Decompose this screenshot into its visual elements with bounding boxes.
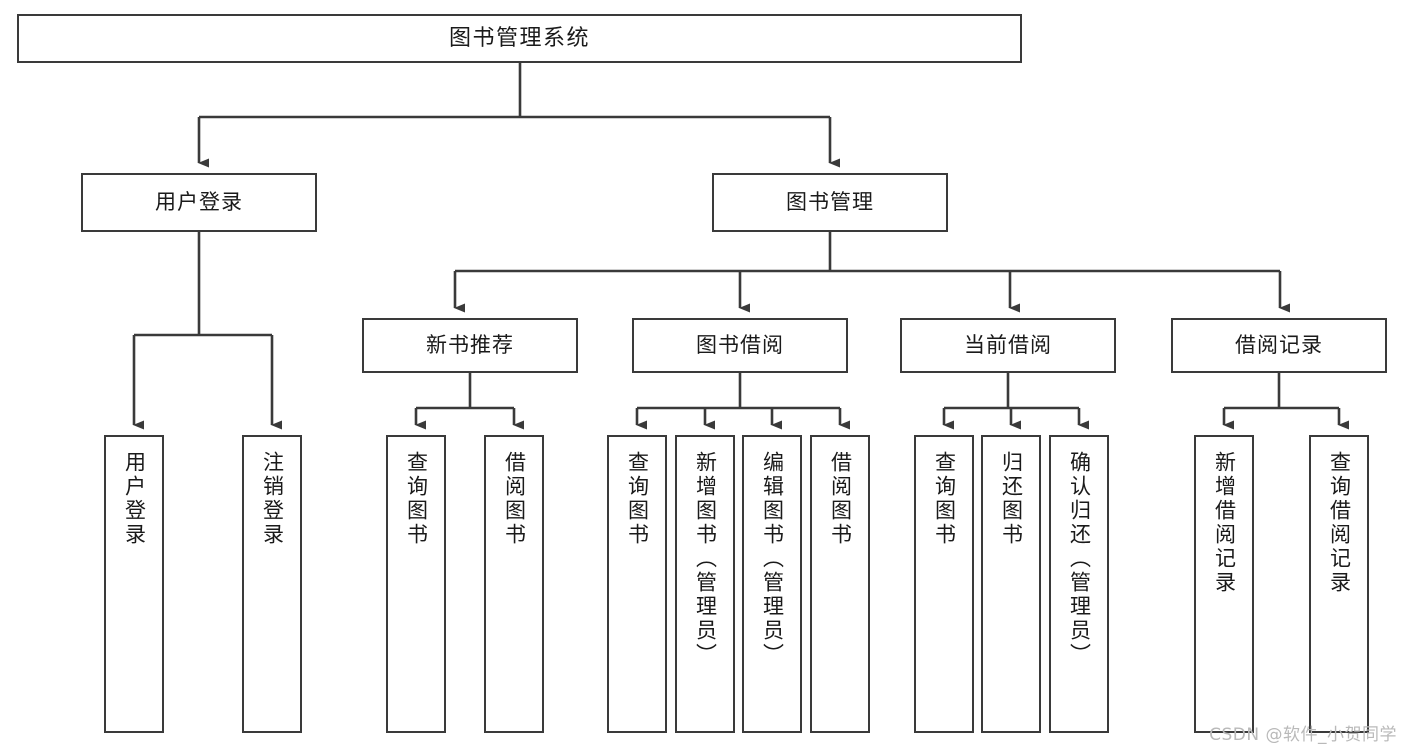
leaf-borrow-book-bb[interactable]: 借阅图书 (810, 435, 870, 733)
node-label: 新增借阅记录 (1212, 451, 1237, 595)
node-label: 查询图书 (625, 451, 650, 547)
leaf-confirm-return-admin[interactable]: 确认归还（管理员） (1049, 435, 1109, 733)
node-user-login[interactable]: 用户登录 (81, 173, 317, 232)
node-label: 借阅图书 (828, 451, 853, 547)
leaf-add-book-admin[interactable]: 新增图书（管理员） (675, 435, 735, 733)
node-root-book-management-system[interactable]: 图书管理系统 (17, 14, 1022, 63)
node-label: 借阅图书 (502, 451, 527, 547)
leaf-borrow-book-nbr[interactable]: 借阅图书 (484, 435, 544, 733)
leaf-return-book[interactable]: 归还图书 (981, 435, 1041, 733)
leaf-user-login[interactable]: 用户登录 (104, 435, 164, 733)
node-label: 查询图书 (932, 451, 957, 547)
node-label: 查询图书 (404, 451, 429, 547)
node-label: 借阅记录 (1235, 333, 1323, 358)
leaf-edit-book-admin[interactable]: 编辑图书（管理员） (742, 435, 802, 733)
node-label: 当前借阅 (964, 333, 1052, 358)
leaf-logout[interactable]: 注销登录 (242, 435, 302, 733)
node-label: 用户登录 (155, 190, 243, 215)
node-label: 新增图书（管理员） (693, 451, 718, 667)
node-label: 用户登录 (122, 451, 147, 547)
leaf-query-book-nbr[interactable]: 查询图书 (386, 435, 446, 733)
node-current-borrowing[interactable]: 当前借阅 (900, 318, 1116, 373)
node-label: 新书推荐 (426, 333, 514, 358)
node-label: 确认归还（管理员） (1067, 451, 1092, 667)
leaf-query-book-cb[interactable]: 查询图书 (914, 435, 974, 733)
node-label: 图书借阅 (696, 333, 784, 358)
node-label: 归还图书 (999, 451, 1024, 547)
node-label: 注销登录 (260, 451, 285, 547)
node-book-management[interactable]: 图书管理 (712, 173, 948, 232)
node-book-borrowing[interactable]: 图书借阅 (632, 318, 848, 373)
node-label: 查询借阅记录 (1327, 451, 1352, 595)
leaf-add-borrow-record[interactable]: 新增借阅记录 (1194, 435, 1254, 733)
node-new-book-recommendation[interactable]: 新书推荐 (362, 318, 578, 373)
node-label: 图书管理 (786, 190, 874, 215)
leaf-query-book-bb[interactable]: 查询图书 (607, 435, 667, 733)
csdn-watermark: CSDN @软件_小贺同学 (1209, 725, 1397, 745)
node-label: 图书管理系统 (448, 25, 590, 51)
leaf-query-borrow-record[interactable]: 查询借阅记录 (1309, 435, 1369, 733)
node-borrowing-record[interactable]: 借阅记录 (1171, 318, 1387, 373)
node-label: 编辑图书（管理员） (760, 451, 785, 667)
